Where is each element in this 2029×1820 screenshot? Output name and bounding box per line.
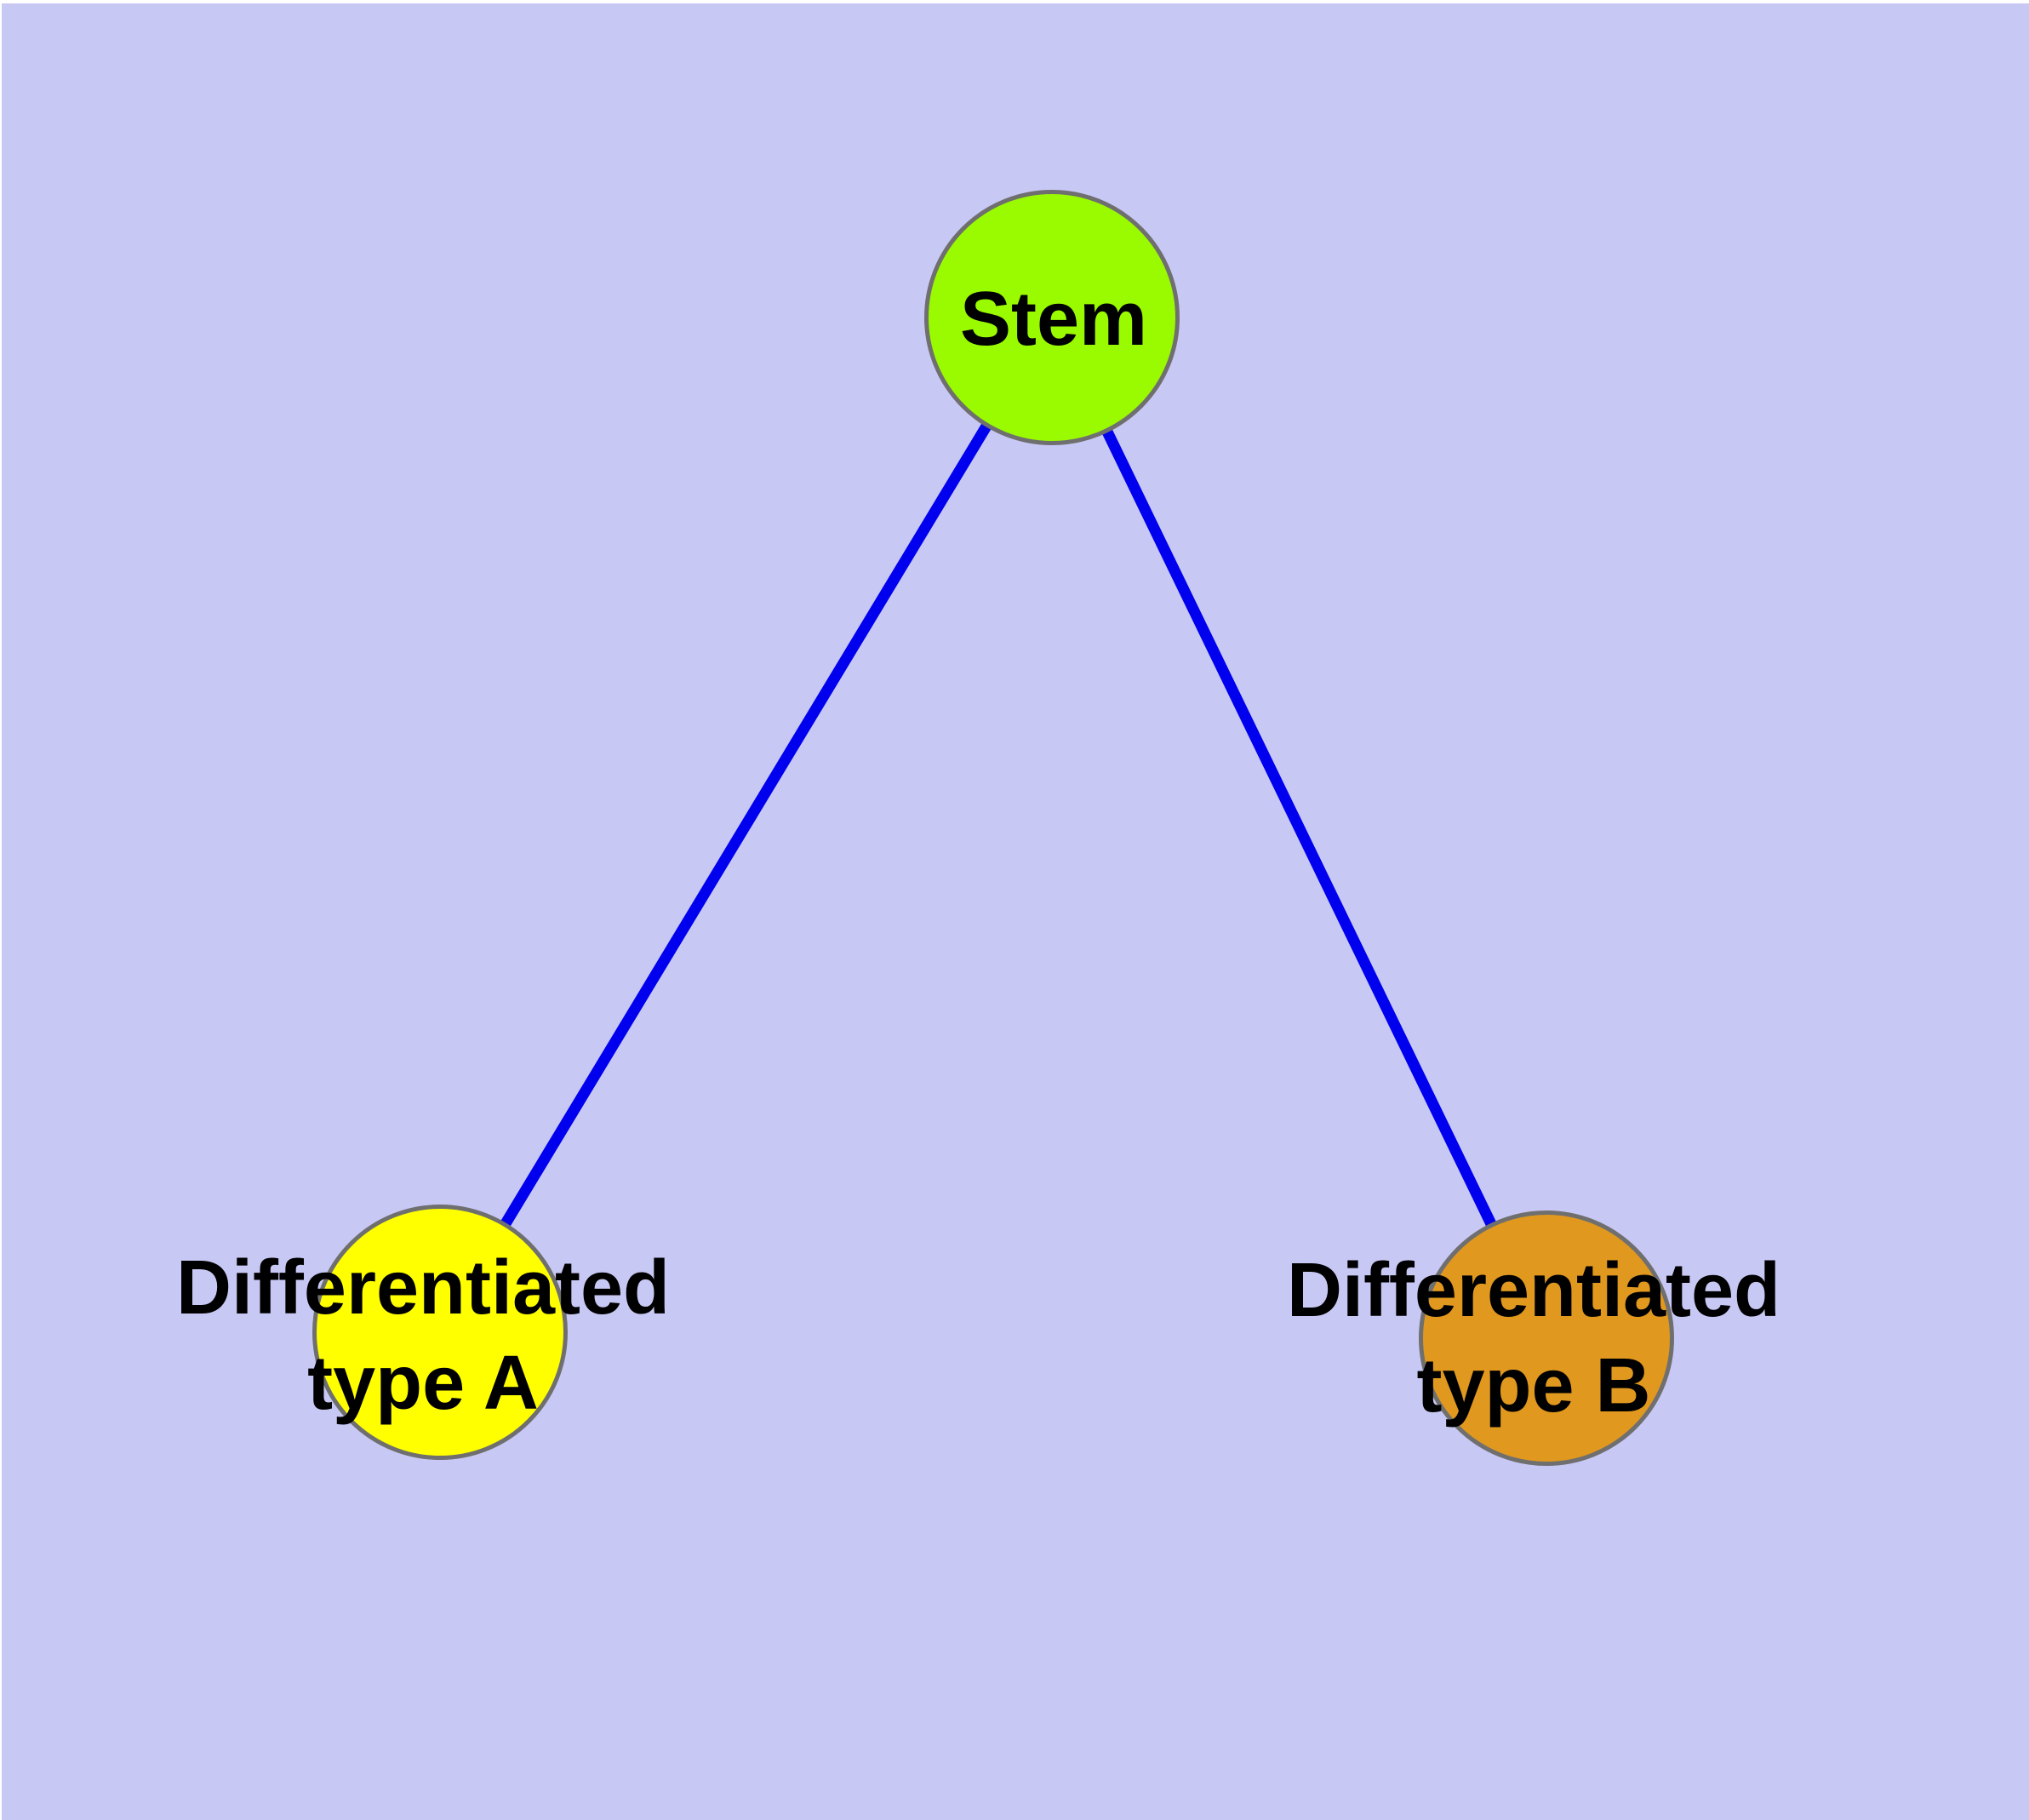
node-stem <box>924 190 1180 445</box>
edge-stem-to-diff-b <box>1047 315 1552 1341</box>
node-stem-label: Stem <box>959 277 1148 362</box>
label-line-1: Differentiated <box>175 1245 671 1331</box>
node-differentiated-type-b <box>1419 1210 1674 1466</box>
node-differentiated-type-a-label: Differentiated type A <box>83 1240 763 1431</box>
node-differentiated-type-a <box>312 1205 568 1460</box>
node-differentiated-type-b-label: Differentiated type B <box>1193 1243 1874 1434</box>
edge-layer <box>435 314 1552 1341</box>
edge-stem-to-diff-a <box>435 314 1057 1336</box>
label-line-1: Differentiated <box>1286 1248 1781 1333</box>
diagram-canvas: Stem Differentiated type A Differentiate… <box>2 3 2029 1820</box>
label-line-2: type A <box>307 1341 539 1426</box>
label-line-2: type B <box>1416 1343 1651 1428</box>
